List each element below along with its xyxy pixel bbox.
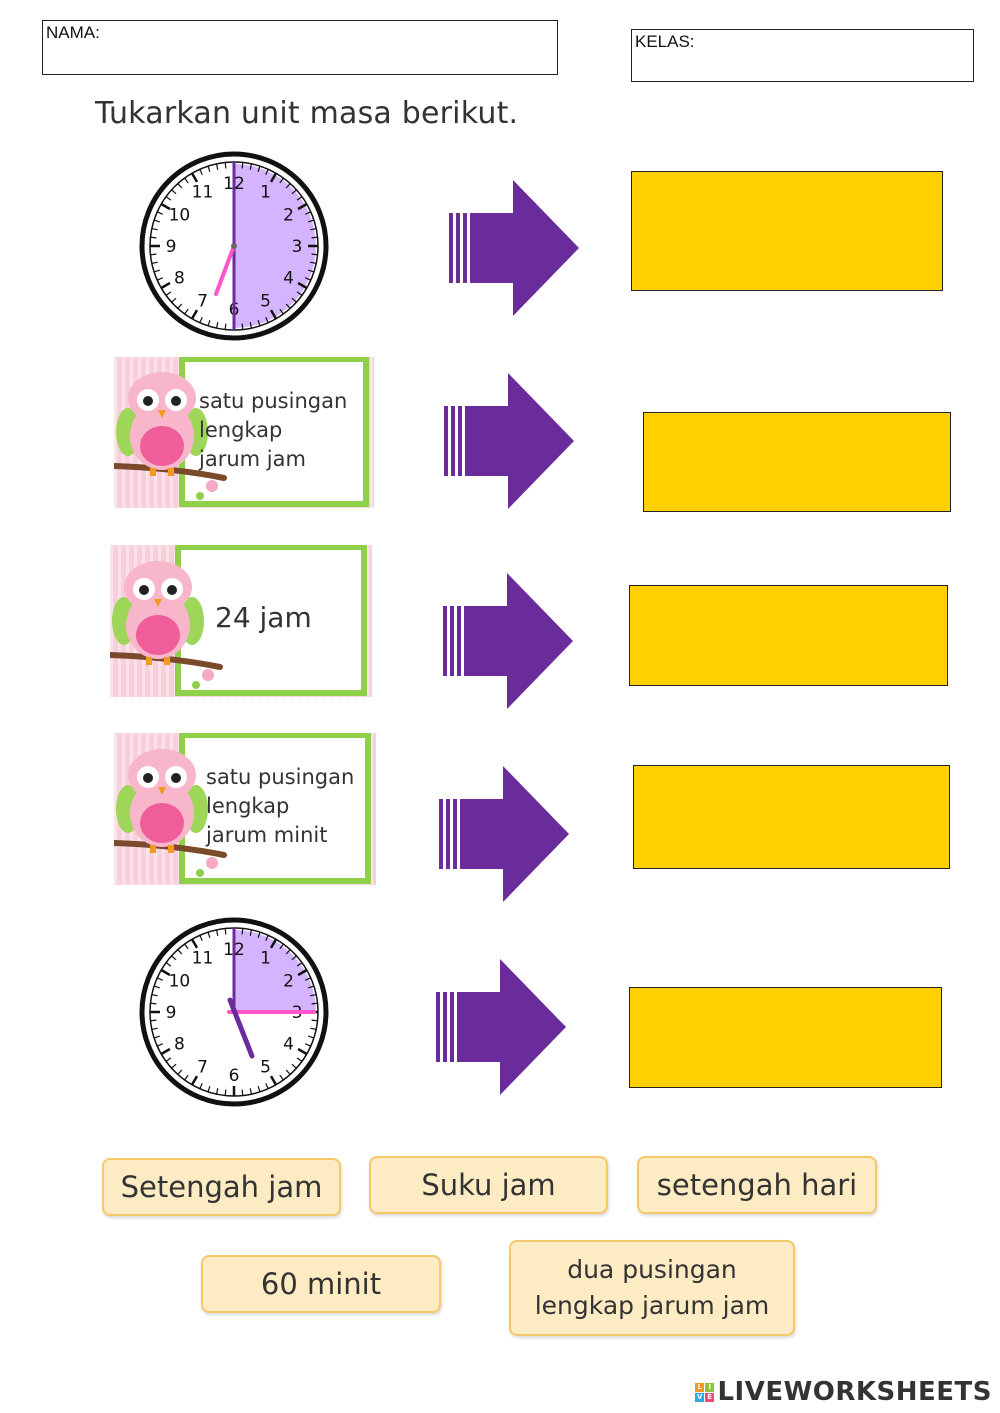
svg-text:6: 6 <box>229 1066 240 1086</box>
svg-text:7: 7 <box>197 292 208 312</box>
answer-drop-box-2[interactable] <box>643 412 951 512</box>
clock-half-hour: 121234567891011 <box>139 151 329 341</box>
svg-text:2: 2 <box>283 206 294 226</box>
name-field[interactable]: NAMA: <box>42 20 558 75</box>
svg-text:10: 10 <box>169 206 191 226</box>
arrow-right-icon <box>443 573 573 709</box>
arrow-right-icon <box>436 959 566 1095</box>
arrow-right-icon <box>444 373 574 509</box>
svg-text:2: 2 <box>283 972 294 992</box>
arrow-right-icon <box>439 766 569 902</box>
owl-card-24-hours: 24 jam <box>110 545 372 697</box>
svg-text:3: 3 <box>292 237 303 257</box>
clock-quarter-hour: 121234567891011 <box>139 917 329 1107</box>
svg-text:11: 11 <box>192 948 214 968</box>
option-chip-suku-jam[interactable]: Suku jam <box>369 1156 608 1214</box>
liveworksheets-wordmark: LIVEWORKSHEETS <box>717 1377 992 1407</box>
owl-card-text: 24 jam <box>215 601 312 634</box>
answer-drop-box-3[interactable] <box>629 585 948 686</box>
liveworksheets-logo: L I V E LIVEWORKSHEETS <box>695 1377 992 1407</box>
svg-text:8: 8 <box>174 1035 185 1055</box>
class-field[interactable]: KELAS: <box>631 29 974 82</box>
answer-drop-box-1[interactable] <box>631 171 943 291</box>
svg-text:7: 7 <box>197 1058 208 1078</box>
option-chip-setengah-hari[interactable]: setengah hari <box>637 1156 877 1214</box>
answer-drop-box-4[interactable] <box>633 765 950 869</box>
svg-text:8: 8 <box>174 269 185 289</box>
svg-text:4: 4 <box>283 269 294 289</box>
name-label: NAMA: <box>46 23 100 42</box>
liveworksheets-logo-icon: L I V E <box>695 1382 715 1402</box>
option-chip-dua-pusingan[interactable]: dua pusingan lengkap jarum jam <box>509 1240 795 1336</box>
svg-text:9: 9 <box>166 1003 177 1023</box>
arrow-right-icon <box>449 180 579 316</box>
svg-text:9: 9 <box>166 237 177 257</box>
option-chip-setengah-jam[interactable]: Setengah jam <box>102 1158 341 1216</box>
option-chip-60-minit[interactable]: 60 minit <box>201 1255 441 1313</box>
class-label: KELAS: <box>635 32 695 51</box>
svg-text:10: 10 <box>169 972 191 992</box>
svg-text:1: 1 <box>260 182 271 202</box>
instruction-text: Tukarkan unit masa berikut. <box>95 96 519 131</box>
svg-text:5: 5 <box>260 292 271 312</box>
svg-text:4: 4 <box>283 1035 294 1055</box>
svg-text:5: 5 <box>260 1058 271 1078</box>
svg-text:1: 1 <box>260 948 271 968</box>
answer-drop-box-5[interactable] <box>629 987 942 1088</box>
svg-text:11: 11 <box>192 182 214 202</box>
